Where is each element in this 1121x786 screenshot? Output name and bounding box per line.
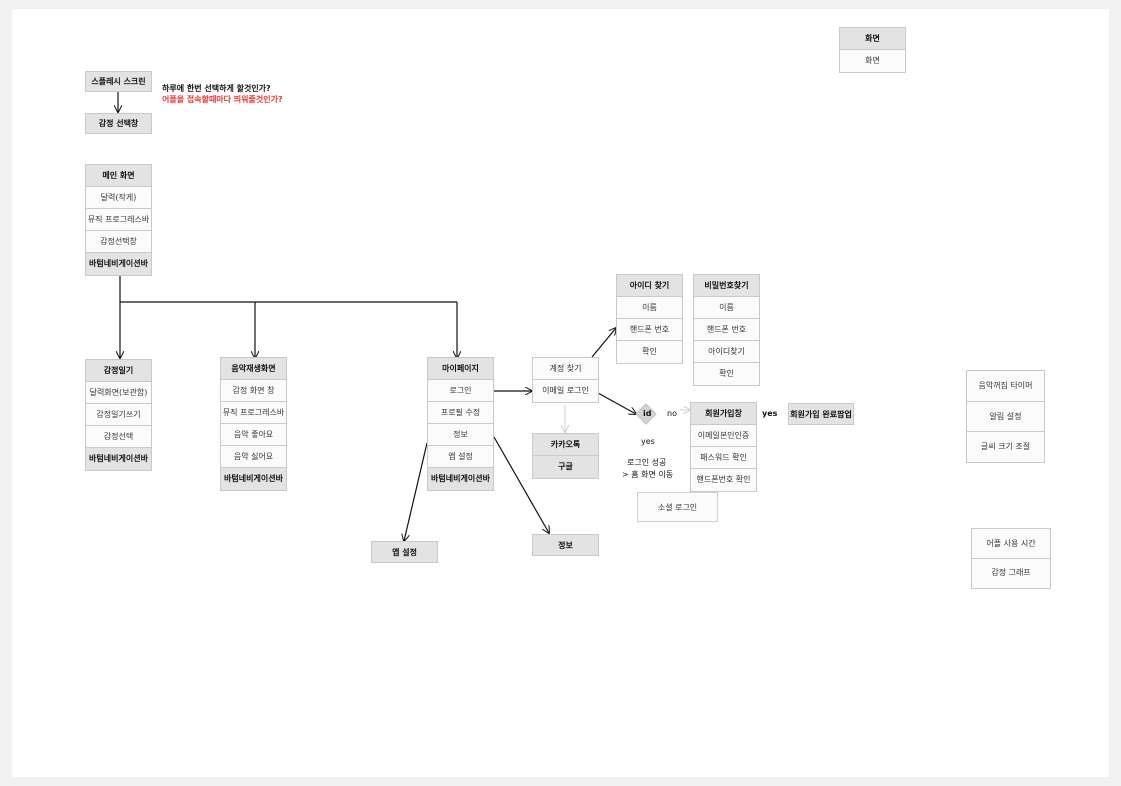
main-screen-row: 뮤직 프로그레스바 — [86, 209, 151, 231]
signup-row: 이메일본인인증 — [691, 425, 756, 447]
stats-row: 감정 그래프 — [991, 568, 1031, 577]
find-pw-row: 아이디찾기 — [694, 341, 759, 363]
settings-row: 글씨 크기 조절 — [980, 442, 1031, 451]
legend-box: 화면 화면 — [839, 27, 906, 73]
signup-node: 회원가입창 이메일본인인증 패스워드 확인 핸드폰번호 확인 — [690, 402, 757, 492]
stats-row: 어플 사용 시간 — [972, 529, 1050, 559]
music-player-row: 음악 싫어요 — [221, 446, 286, 468]
music-player-footer: 바텀네비게이션바 — [221, 468, 286, 490]
info-node: 정보 — [532, 534, 599, 556]
diary-footer: 바텀네비게이션바 — [86, 448, 151, 470]
find-id-row: 이름 — [617, 297, 682, 319]
account-node: 계정 찾기 이메일 로그인 — [532, 357, 599, 403]
signup-complete-node: 회원가입 완료팝업 — [788, 403, 854, 425]
arrow-to-app-settings — [404, 442, 428, 541]
app-settings-node: 앱 설정 — [371, 541, 438, 563]
mypage-node: 마이페이지 로그인 프로필 수정 정보 앱 설정 바텀네비게이션바 — [427, 357, 494, 491]
diary-header: 감정일기 — [86, 360, 151, 382]
mypage-row: 정보 — [428, 424, 493, 446]
music-player-row: 감정 화면 창 — [221, 380, 286, 402]
diary-row: 감정일기쓰기 — [86, 404, 151, 426]
mypage-footer: 바텀네비게이션바 — [428, 468, 493, 490]
mypage-row: 프로필 수정 — [428, 402, 493, 424]
arrow-to-find-id — [591, 328, 616, 358]
diary-row: 달력화면(보관함) — [86, 382, 151, 404]
main-screen-node: 메인 화면 달력(작게) 뮤직 프로그레스바 감정선택창 바텀네비게이션바 — [85, 164, 152, 276]
music-player-header: 음악재생화면 — [221, 358, 286, 380]
find-pw-row: 확인 — [719, 369, 734, 378]
login-success-line2: > 홈 화면 이동 — [622, 470, 674, 479]
find-id-node: 아이디 찾기 이름 핸드폰 번호 확인 — [616, 274, 683, 364]
settings-node: 음악꺼짐 타이머 알림 설정 글씨 크기 조절 — [966, 370, 1045, 463]
decision-yes-label: yes — [641, 437, 655, 446]
find-id-row: 핸드폰 번호 — [617, 319, 682, 341]
mypage-row: 앱 설정 — [428, 446, 493, 468]
legend-header: 화면 — [840, 28, 905, 50]
signup-yes-label: yes — [762, 409, 778, 418]
main-screen-footer: 바텀네비게이션바 — [86, 253, 151, 275]
main-screen-header: 메인 화면 — [86, 165, 151, 187]
mypage-header: 마이페이지 — [428, 358, 493, 380]
decision-label: id — [643, 409, 652, 418]
login-success-line1: 로그인 성공 — [627, 458, 667, 467]
arrow-to-decision — [597, 392, 636, 414]
diary-node: 감정일기 달력화면(보관함) 감정일기쓰기 감정선택 바텀네비게이션바 — [85, 359, 152, 471]
decision-diamond — [635, 403, 657, 425]
diary-row: 감정선택 — [86, 426, 151, 448]
arrow-to-info — [493, 436, 549, 533]
find-id-row: 확인 — [642, 347, 657, 356]
settings-row: 음악꺼짐 타이머 — [967, 371, 1044, 402]
emotion-select-node: 감정 선택창 — [85, 113, 152, 134]
signup-row: 패스워드 확인 — [691, 447, 756, 469]
settings-row: 알림 설정 — [967, 402, 1044, 432]
find-pw-node: 비밀번호찾기 이름 핸드폰 번호 아이디찾기 확인 — [693, 274, 760, 386]
social-login-node: 소셜 로그인 — [637, 492, 718, 522]
main-screen-row: 달력(작게) — [86, 187, 151, 209]
signup-header: 회원가입창 — [691, 403, 756, 425]
note-question-1: 하루에 한번 선택하게 할것인가? — [162, 84, 271, 93]
find-id-header: 아이디 찾기 — [617, 275, 682, 297]
account-row: 이메일 로그인 — [542, 386, 589, 395]
splash-screen-node: 스플레시 스크린 — [85, 71, 152, 92]
music-player-row: 뮤직 프로그레스바 — [221, 402, 286, 424]
mypage-row: 로그인 — [428, 380, 493, 402]
find-pw-row: 핸드폰 번호 — [694, 319, 759, 341]
find-pw-header: 비밀번호찾기 — [694, 275, 759, 297]
account-row: 계정 찾기 — [533, 358, 598, 380]
social-node: 카카오톡 구글 — [532, 433, 599, 479]
signup-row: 핸드폰번호 확인 — [696, 475, 751, 484]
stats-node: 어플 사용 시간 감정 그래프 — [971, 528, 1051, 589]
music-player-node: 음악재생화면 감정 화면 창 뮤직 프로그레스바 음악 좋아요 음악 싫어요 바… — [220, 357, 287, 491]
find-pw-row: 이름 — [694, 297, 759, 319]
note-question-2: 어플을 접속할때마다 띄워줄것인가? — [162, 95, 283, 104]
music-player-row: 음악 좋아요 — [221, 424, 286, 446]
legend-body: 화면 — [865, 56, 880, 65]
social-row: 구글 — [533, 456, 598, 478]
main-screen-row: 감정선택창 — [86, 231, 151, 253]
decision-no-label: no — [667, 409, 677, 418]
social-row: 카카오톡 — [533, 434, 598, 456]
